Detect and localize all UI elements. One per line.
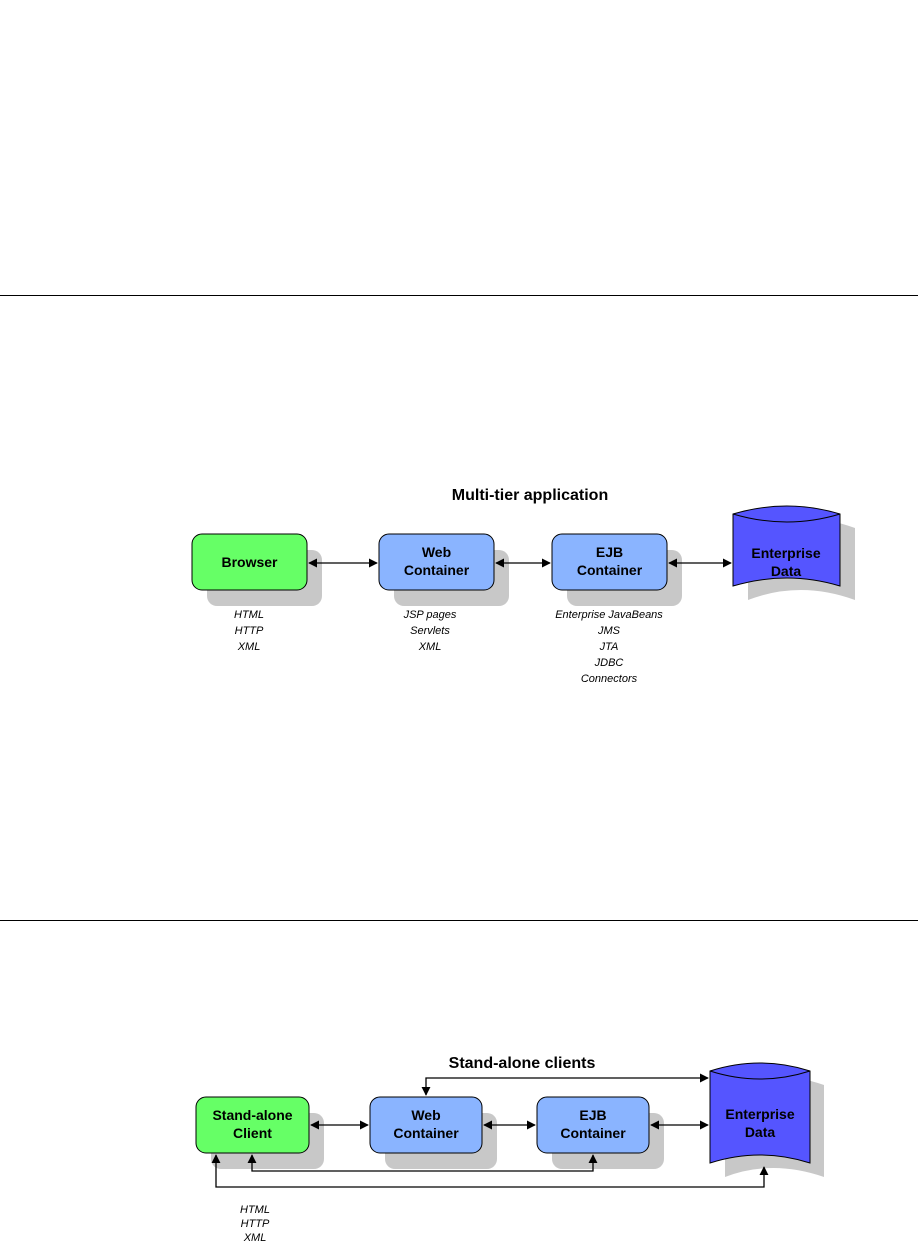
stand-alone-client-note: XML [243,1232,267,1244]
ejb-container-label-line1: EJB [596,544,623,560]
browser-notes: HTML HTTP XML [234,609,264,653]
stand-alone-client-note: HTML [240,1204,270,1216]
stand-alone-client-notes: HTML HTTP XML [240,1204,270,1244]
web-container-node: Web Container [378,533,509,606]
diagram-title: Multi-tier application [452,487,608,504]
ejb-container-note: Enterprise JavaBeans [555,609,663,621]
web-container-note: Servlets [410,625,450,637]
ejb-container-note: JDBC [594,657,624,669]
stand-alone-client-label-line2: Client [233,1125,272,1141]
stand-alone-clients-diagram: Stand-alone clients Stand-alone Client W… [195,1055,824,1244]
web-container-label-line2: Container [393,1125,459,1141]
multi-tier-diagram: Multi-tier application Browser Web Conta… [191,487,855,685]
web-container-note: JSP pages [403,609,457,621]
browser-label: Browser [221,554,278,570]
top-divider [0,295,918,296]
bottom-divider [0,920,918,921]
enterprise-data-label-line1: Enterprise [751,545,820,561]
browser-note: HTML [234,609,264,621]
ejb-container-note: JMS [597,625,621,637]
client-data-connector [211,1154,769,1188]
enterprise-data-node: Enterprise Data [732,505,855,600]
ejb-container-note: Connectors [581,673,638,685]
enterprise-data-node: Enterprise Data [709,1062,824,1177]
ejb-container-note: JTA [599,641,619,653]
browser-note: XML [237,641,261,653]
web-container-label-line1: Web [411,1107,440,1123]
browser-note: HTTP [235,625,264,637]
ejb-container-node: EJB Container [536,1096,664,1169]
web-container-label-line2: Container [404,562,470,578]
diagram-title: Stand-alone clients [449,1055,596,1072]
enterprise-data-label-line1: Enterprise [725,1106,794,1122]
stand-alone-client-node: Stand-alone Client [195,1096,324,1169]
ejb-container-label-line2: Container [560,1125,626,1141]
web-container-label-line1: Web [422,544,451,560]
web-data-connector [421,1073,709,1096]
ejb-container-node: EJB Container [551,533,682,606]
web-container-node: Web Container [369,1096,497,1169]
ejb-container-label-line1: EJB [579,1107,606,1123]
web-container-note: XML [418,641,442,653]
enterprise-data-label-line2: Data [745,1124,776,1140]
ejb-container-notes: Enterprise JavaBeans JMS JTA JDBC Connec… [555,609,663,685]
web-container-notes: JSP pages Servlets XML [403,609,457,653]
stand-alone-client-label-line1: Stand-alone [212,1107,292,1123]
enterprise-data-label-line2: Data [771,563,802,579]
stand-alone-client-note: HTTP [241,1218,270,1230]
ejb-container-label-line2: Container [577,562,643,578]
browser-node: Browser [191,533,322,606]
